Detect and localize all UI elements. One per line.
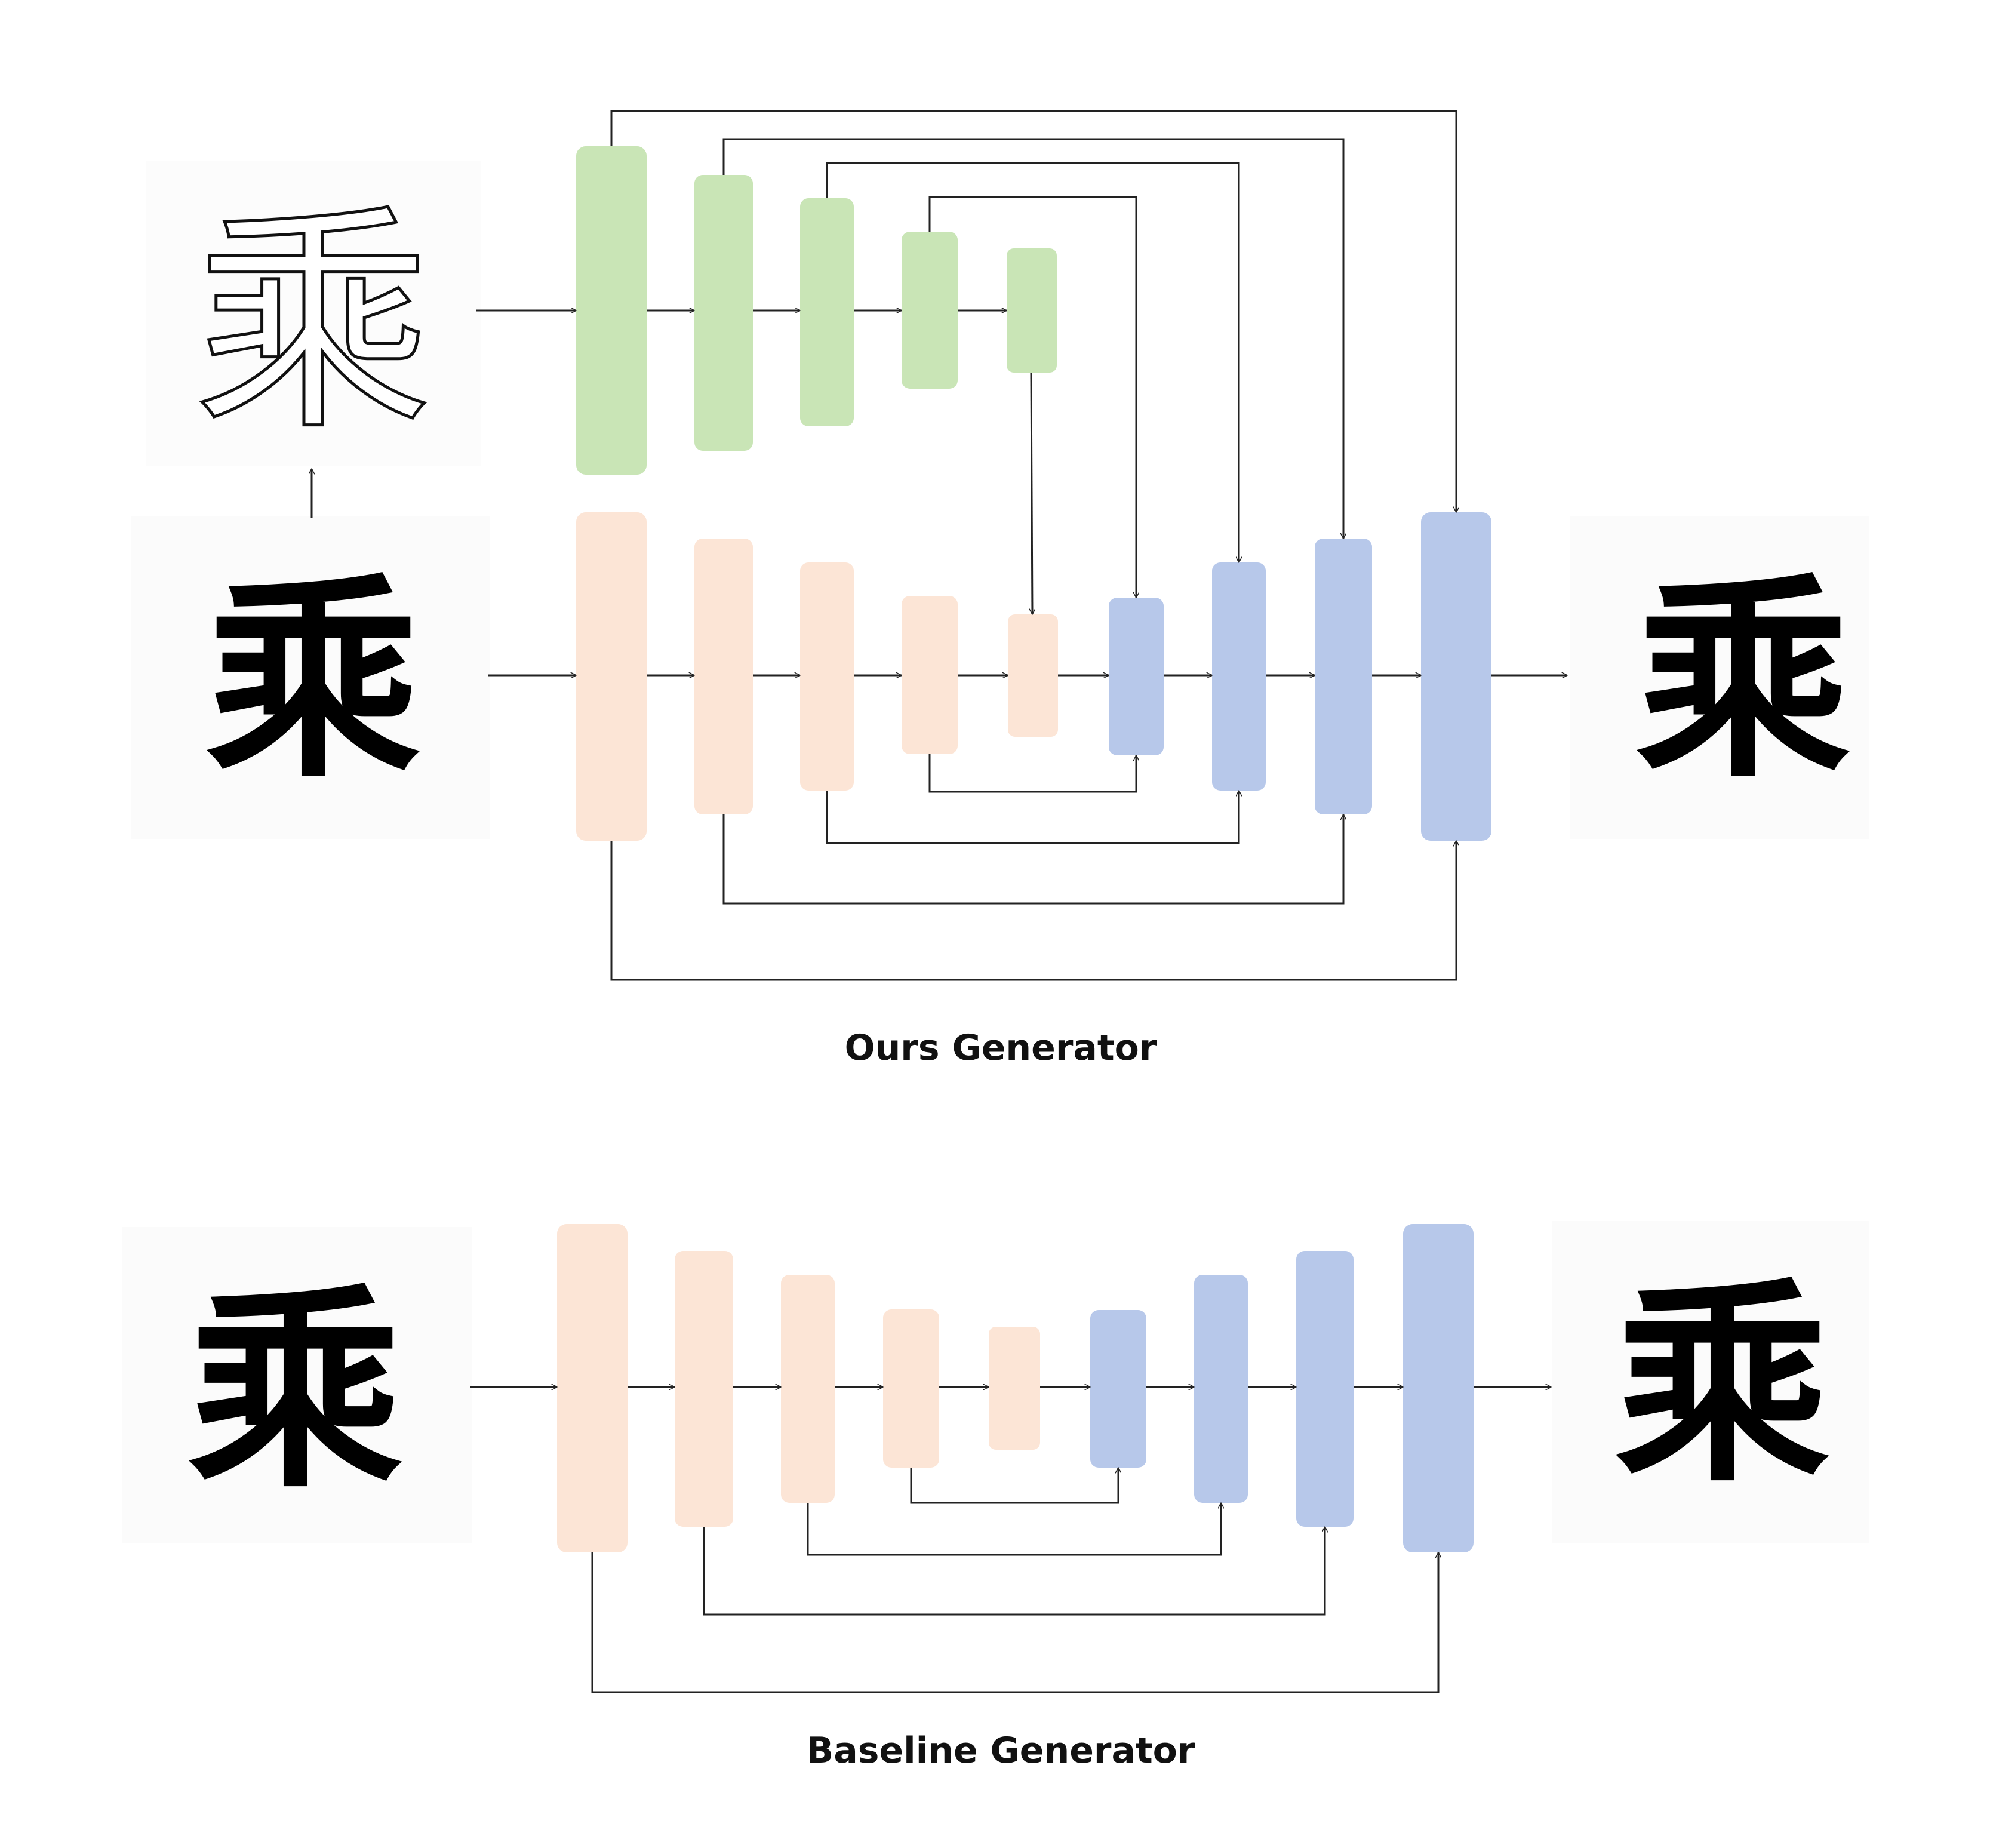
baseline-decoder-block-3 [1296,1251,1354,1527]
outline-input-panel [146,161,481,466]
skeleton-encoder-block-1 [576,146,647,475]
baseline-skip-connection [703,1527,1325,1616]
baseline-encoder-block-1 [557,1224,628,1552]
ours-decoder-block-4 [1421,512,1491,841]
ours-encoder-block-3 [800,562,854,791]
baseline-decoder-block-1 [1090,1310,1146,1468]
skeleton-skip-connection [928,196,1136,598]
ours-output-panel [1570,516,1869,839]
ours-encoder-block-5 [1008,614,1058,737]
baseline-generator-caption: Baseline Generator [807,1730,1195,1772]
baseline-input-panel [122,1227,472,1543]
ours-encoder-block-2 [694,539,753,814]
skeleton-encoder-block-5 [1007,248,1057,373]
baseline-decoder-block-2 [1194,1275,1248,1503]
baseline-skip-connection [910,1468,1118,1504]
baseline-input-glyph: 乘 [188,1264,403,1517]
outline-input-glyph: 乘 [194,185,433,463]
skeleton-skip-connection [826,162,1239,562]
baseline-skip-connection [591,1552,1438,1693]
ours-encoder-block-4 [902,596,958,754]
ours-encoder-block-1 [576,512,647,841]
skeleton-skip-connection [1031,372,1032,614]
ours-skip-connection [722,814,1343,905]
ours-generator-caption: Ours Generator [845,1027,1157,1069]
baseline-skip-connection [807,1503,1221,1556]
ours-skip-connection [826,791,1239,844]
ours-skip-connection [928,754,1136,793]
baseline-encoder-block-3 [781,1275,835,1503]
skeleton-encoder-block-4 [902,232,958,389]
ours-decoder-block-1 [1109,598,1164,755]
baseline-output-glyph: 乘 [1615,1258,1830,1511]
baseline-output-panel [1552,1221,1869,1543]
skeleton-skip-connection [610,110,1456,512]
ours-skip-connection [610,841,1456,981]
skeleton-skip-connection [722,138,1343,539]
ours-output-glyph: 乘 [1636,554,1851,806]
ours-input-glyph: 乘 [206,554,421,806]
ours-decoder-block-3 [1315,539,1372,814]
baseline-encoder-block-4 [883,1309,939,1468]
skeleton-encoder-block-3 [800,198,854,426]
baseline-decoder-block-4 [1403,1224,1474,1552]
ours-decoder-block-2 [1212,562,1266,791]
baseline-encoder-block-5 [989,1327,1040,1450]
skeleton-encoder-block-2 [694,175,753,451]
ours-input-panel [131,516,490,839]
baseline-encoder-block-2 [675,1251,733,1527]
